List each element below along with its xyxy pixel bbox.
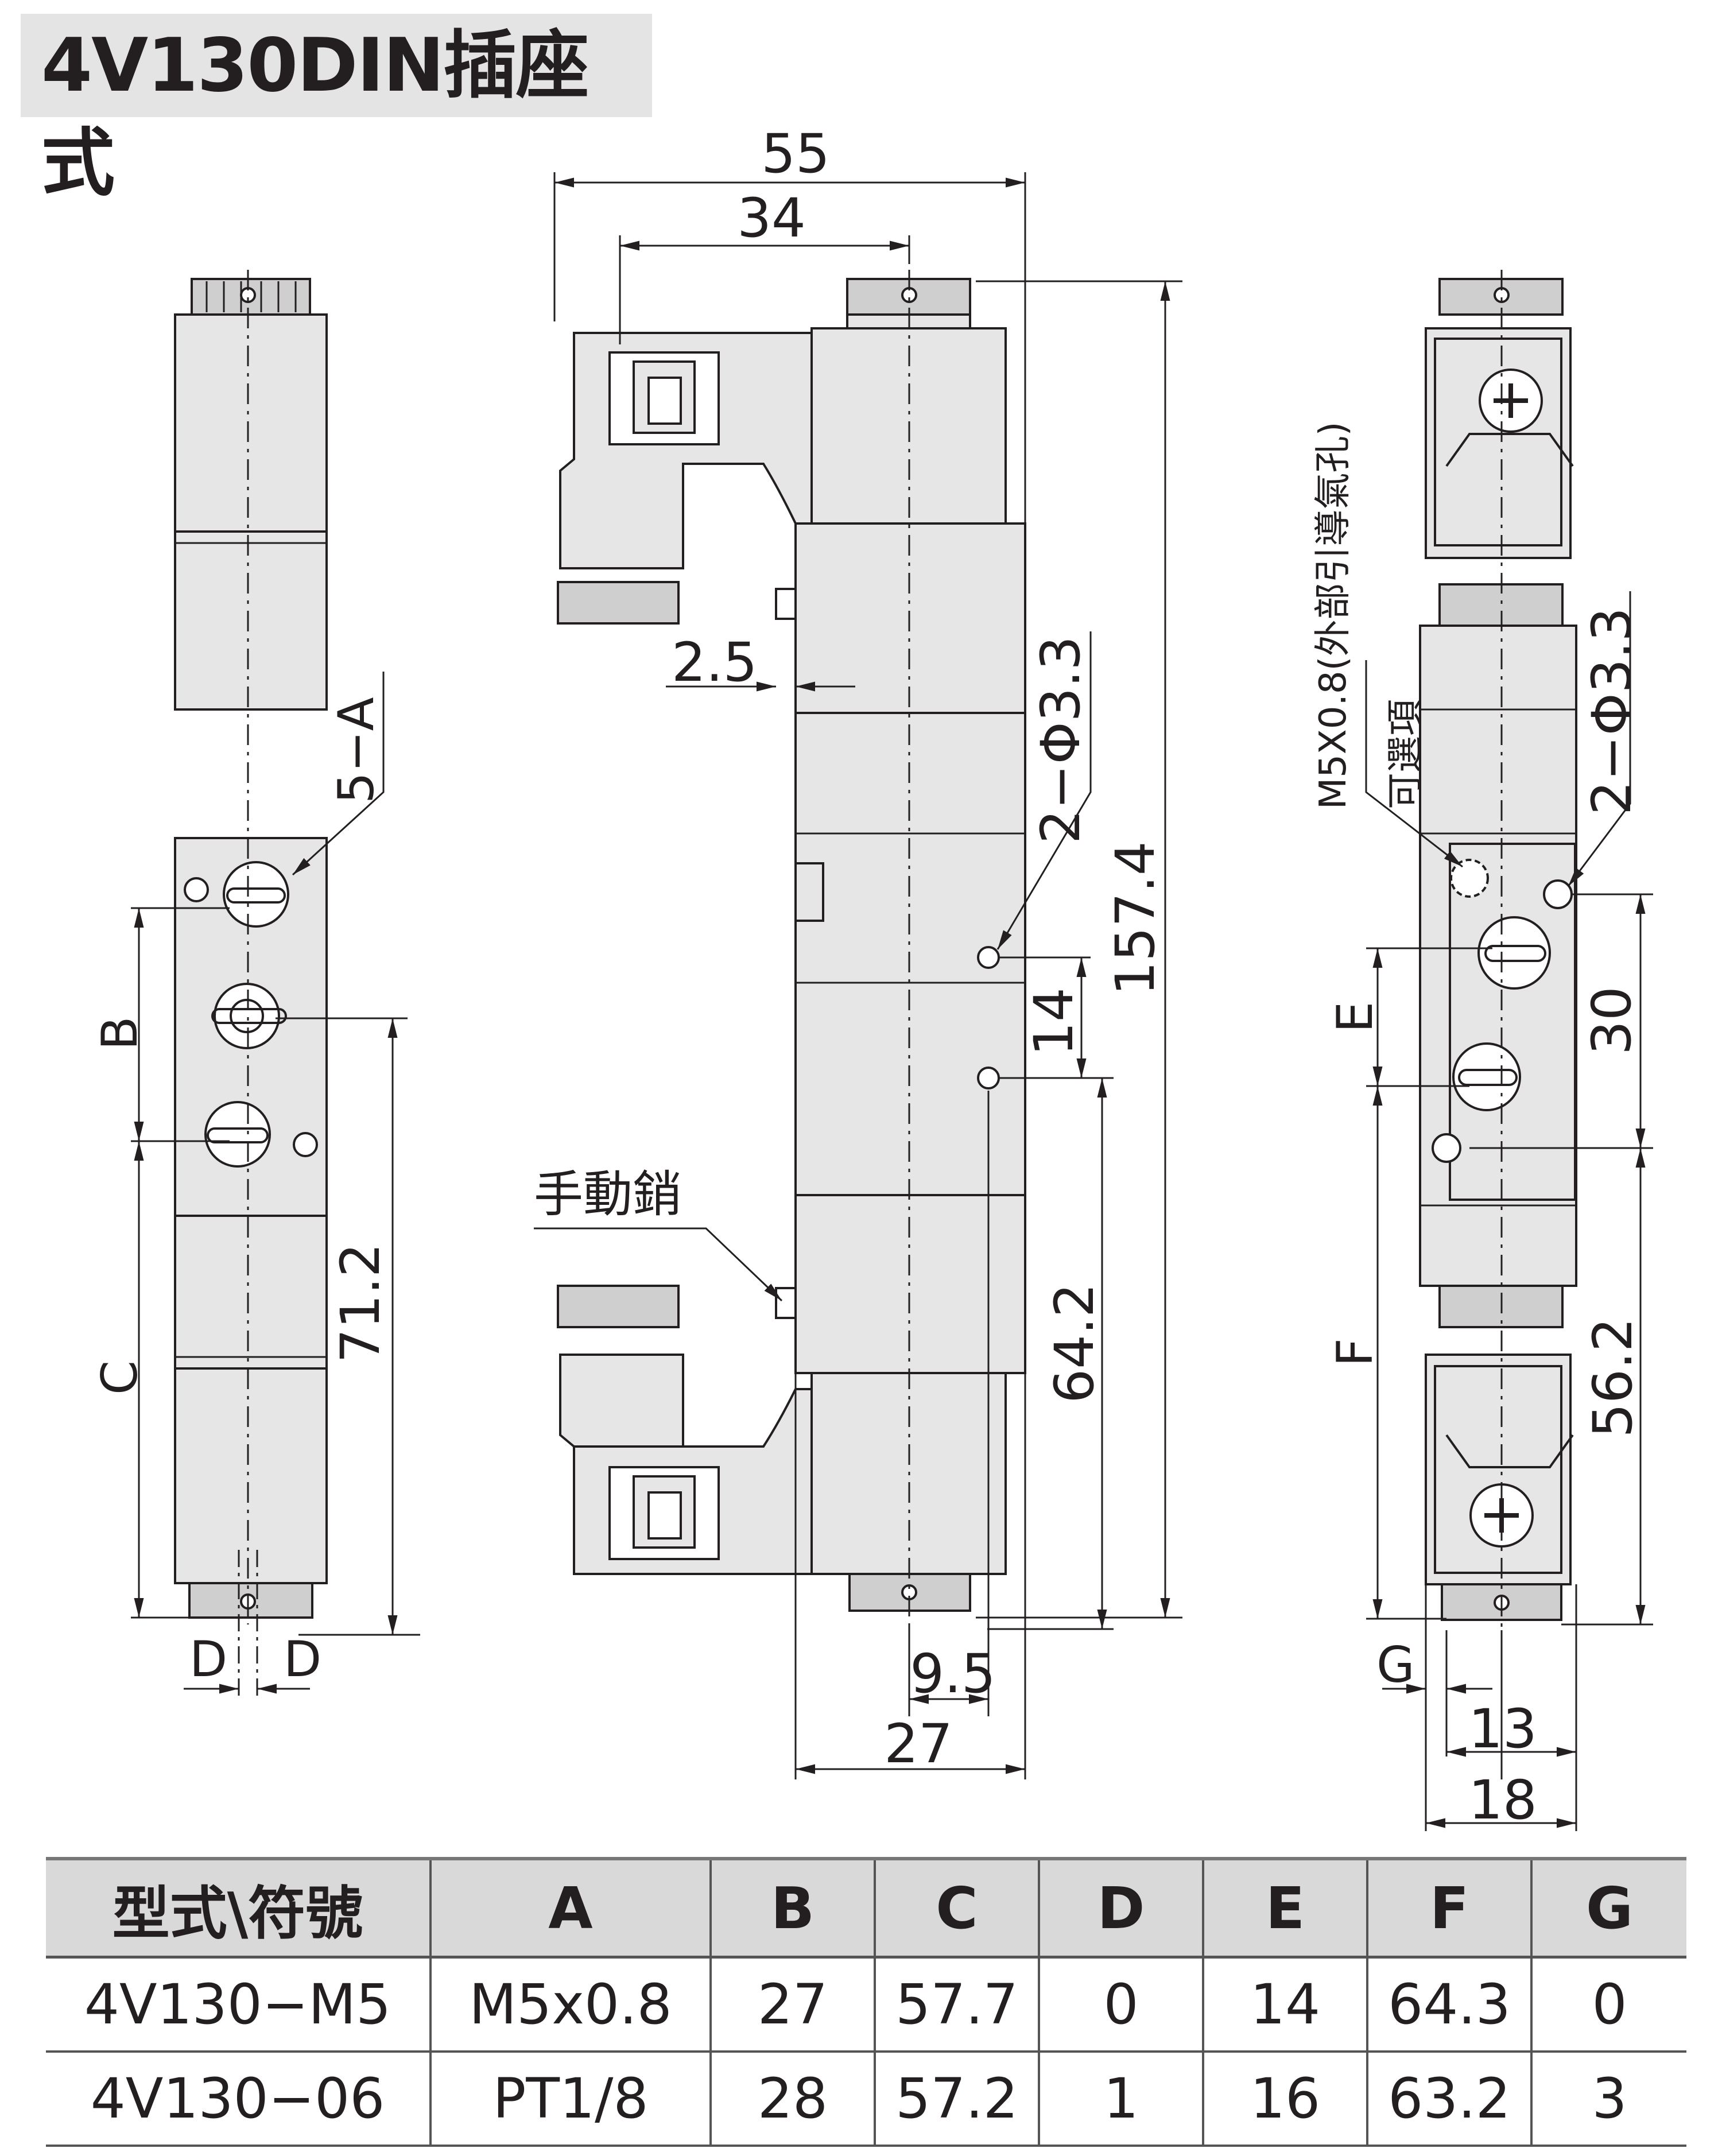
side-dim-157-4: 157.4: [1104, 841, 1167, 995]
back-note-optional: 可選項: [1384, 699, 1427, 809]
side-dim-2-phi: 2−Φ3.3: [1030, 636, 1092, 844]
front-lower-cap: [174, 1215, 328, 1370]
table-cell: 63.2: [1366, 2052, 1531, 2147]
front-view: [174, 278, 328, 1619]
technical-drawing: 5−A B C 71.2 D D: [91, 123, 1653, 1832]
table-cell: 4V130−M5: [46, 1957, 430, 2053]
back-dim-30: 30: [1581, 986, 1643, 1055]
side-view-dims: [534, 172, 1182, 1779]
side-upper-cable-gland: [557, 581, 680, 625]
side-lower-cable-gland: [557, 1285, 680, 1328]
table-cell: 14: [1202, 1957, 1367, 2053]
table-cell: 28: [709, 2052, 875, 2147]
side-mount-hole-top: [977, 946, 1000, 969]
back-view: [1419, 278, 1577, 1621]
back-view-dims: [1365, 270, 1653, 1831]
back-dim-e: E: [1327, 1002, 1384, 1033]
side-dim-2-5: 2.5: [672, 631, 758, 694]
back-dim-2-phi: 2−Φ3.3: [1581, 607, 1643, 815]
page-title: 4V130DIN插座式: [41, 23, 589, 206]
table-header-row: 型式\符號 A B C D E F G: [46, 1857, 1686, 1959]
side-dim-64-2: 64.2: [1044, 1283, 1106, 1403]
back-dim-18: 18: [1468, 1769, 1537, 1832]
table-cell: 16: [1202, 2052, 1367, 2147]
table-cell: 1: [1038, 2052, 1203, 2147]
table-cell: 57.7: [874, 1957, 1039, 2053]
front-dim-d-right: D: [284, 1631, 321, 1688]
back-note-m5: M5X0.8(外部引導氣孔): [1312, 422, 1355, 810]
front-dim-b: B: [91, 1017, 149, 1050]
front-upper-cap: [174, 530, 328, 711]
front-mount-hole-top: [184, 877, 209, 902]
front-dim-5a: 5−A: [328, 697, 385, 804]
table-cell: 64.3: [1366, 1957, 1531, 2053]
table-header-model: 型式\符號: [46, 1857, 430, 1959]
side-dim-27: 27: [884, 1713, 953, 1775]
table-cell: 3: [1530, 2052, 1686, 2147]
front-view-dims: [131, 270, 420, 1699]
side-mount-hole-bottom: [977, 1067, 1000, 1089]
front-dim-c: C: [91, 1360, 149, 1395]
table-header-e: E: [1202, 1857, 1367, 1959]
back-dim-56-2: 56.2: [1582, 1317, 1645, 1437]
side-lower-din-plug: [559, 1354, 684, 1448]
table-cell: PT1/8: [429, 2052, 711, 2147]
table-cell: 57.2: [874, 2052, 1039, 2147]
table-row: 4V130−06 PT1/8 28 57.2 1 16 63.2 3: [46, 2052, 1686, 2147]
table-cell: 4V130−06: [46, 2052, 430, 2147]
table-header-a: A: [429, 1857, 711, 1959]
side-dim-14: 14: [1023, 987, 1085, 1056]
table-cell: M5x0.8: [429, 1957, 711, 2053]
table-header-d: D: [1038, 1857, 1203, 1959]
side-dim-34: 34: [737, 187, 806, 250]
side-lower-cap: [794, 1194, 1026, 1374]
back-pilot-port: [1450, 859, 1489, 898]
back-mount-hole-bottom: [1432, 1133, 1461, 1163]
side-view: [557, 278, 1026, 1612]
table-cell: 27: [709, 1957, 875, 2053]
table-header-c: C: [874, 1857, 1039, 1959]
side-manual-pin-top: [775, 588, 797, 620]
side-dim-55: 55: [761, 123, 830, 185]
table-header-f: F: [1366, 1857, 1531, 1959]
title-banner: 4V130DIN插座式: [21, 14, 652, 206]
front-dim-71-2: 71.2: [329, 1243, 392, 1363]
side-manual-pin-label: 手動銷: [534, 1166, 682, 1223]
table-cell: 0: [1530, 1957, 1686, 2053]
front-top-fitting: [191, 278, 311, 316]
back-dim-g: G: [1376, 1637, 1415, 1694]
table-cell: 0: [1038, 1957, 1203, 2053]
back-dim-f: F: [1327, 1338, 1384, 1366]
back-dim-13: 13: [1468, 1698, 1537, 1761]
front-lower-coil: [174, 1367, 328, 1584]
table-header-b: B: [709, 1857, 875, 1959]
back-mount-hole-top: [1543, 879, 1573, 909]
table-header-g: G: [1530, 1857, 1686, 1959]
front-dim-d-left: D: [189, 1631, 227, 1688]
table-row: 4V130−M5 M5x0.8 27 57.7 0 14 64.3 0: [46, 1957, 1686, 2053]
front-mount-hole-bottom: [293, 1132, 318, 1157]
spec-table: 型式\符號 A B C D E F G 4V130−M5 M5x0.8 27 5…: [46, 1857, 1686, 2147]
side-manual-pin-bottom: [775, 1287, 797, 1319]
front-upper-coil: [174, 313, 328, 533]
side-upper-cap: [794, 522, 1026, 714]
side-dim-9-5: 9.5: [910, 1643, 996, 1705]
